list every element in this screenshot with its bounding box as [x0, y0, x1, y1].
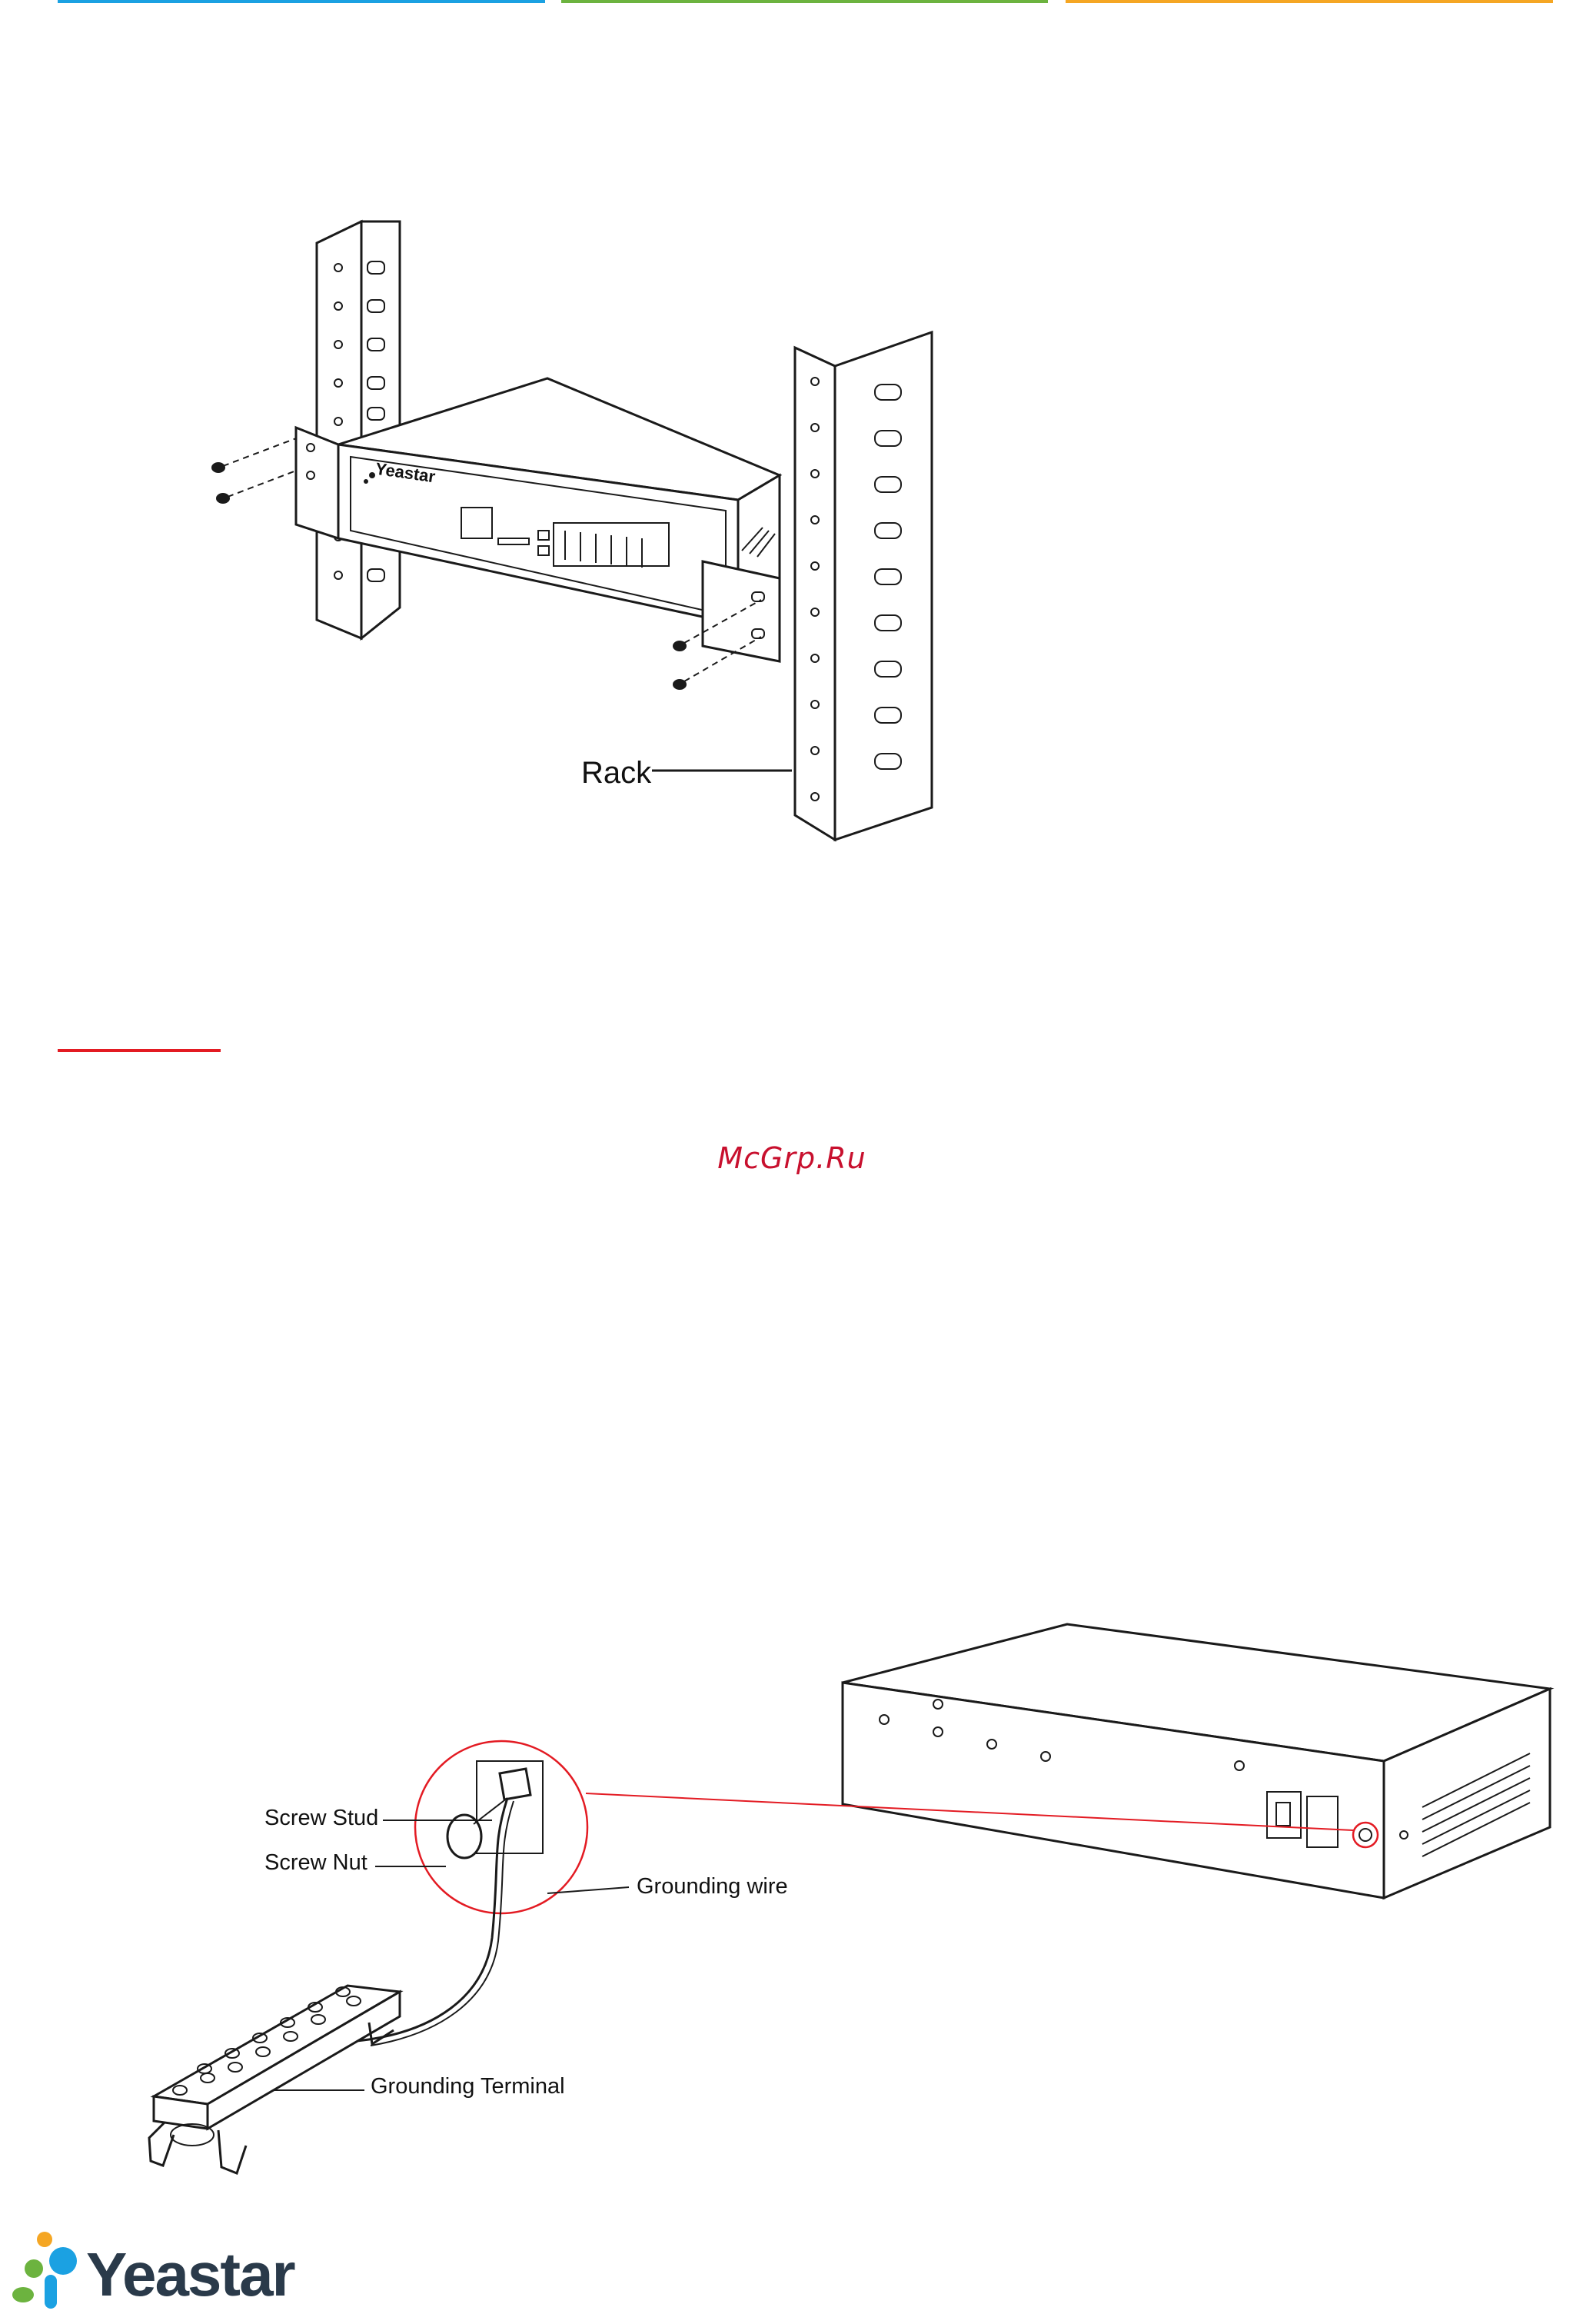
footer-brand-name: Yeastar: [86, 2239, 294, 2310]
